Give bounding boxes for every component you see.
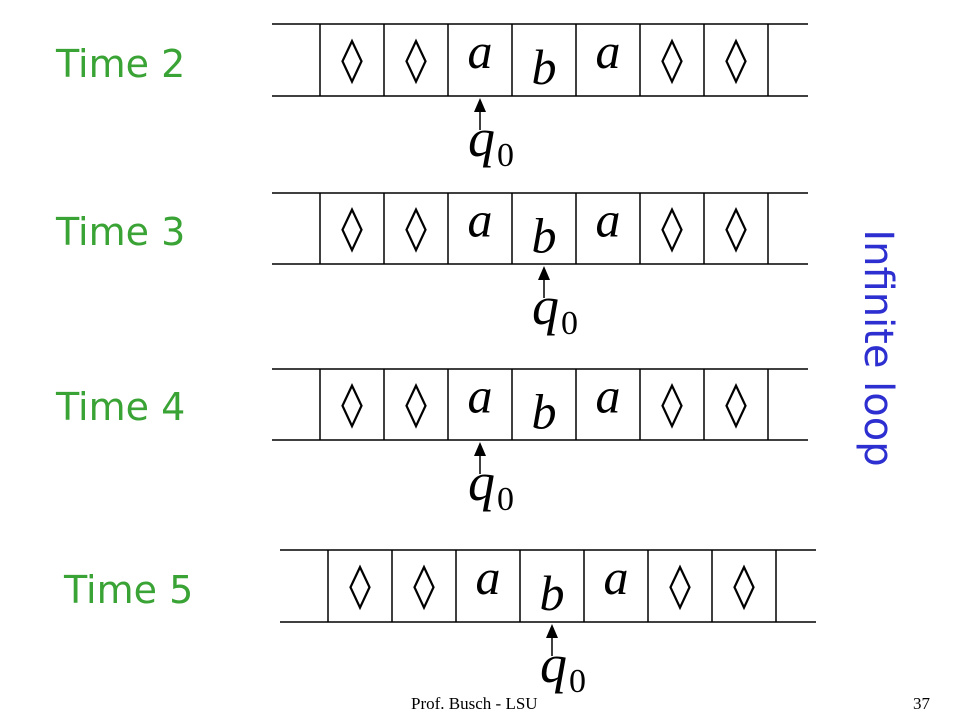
blank-symbol-cell: ◊ [341,203,363,254]
blank-symbol-cell: ◊ [405,379,427,430]
blank-symbol-cell: ◊ [349,560,371,611]
state-subscript: 0 [569,663,586,700]
state-subscript: 0 [561,305,578,342]
blank-symbol-cell: ◊ [661,203,683,254]
state-label: q0 [540,634,586,700]
symbol-cell-b: b [532,384,557,440]
blank-symbol-cell: ◊ [341,379,363,430]
symbol-cell-a: a [596,192,621,248]
symbol-cell-a: a [596,368,621,424]
blank-symbol-cell: ◊ [669,560,691,611]
symbol-cell-b: b [532,39,557,95]
time-label-5: Time 5 [64,568,194,612]
head-arrow-icon [538,266,550,280]
blank-symbol-cell: ◊ [405,34,427,85]
head-arrow-icon [546,624,558,638]
state-label: q0 [532,276,578,342]
blank-symbol-cell: ◊ [733,560,755,611]
infinite-loop-label: Infinite loop [855,229,901,467]
symbol-cell-a: a [468,23,493,79]
symbol-cell-a: a [596,23,621,79]
time-label-4: Time 4 [56,385,186,429]
blank-symbol-cell: ◊ [661,379,683,430]
blank-symbol-cell: ◊ [725,203,747,254]
blank-symbol-cell: ◊ [661,34,683,85]
state-label: q0 [468,108,514,174]
symbol-cell-a: a [604,549,629,605]
symbol-cell-a: a [468,192,493,248]
head-arrow-icon [474,442,486,456]
blank-symbol-cell: ◊ [341,34,363,85]
head-arrow-icon [474,98,486,112]
blank-symbol-cell: ◊ [725,34,747,85]
state-subscript: 0 [497,481,514,518]
time-label-3: Time 3 [56,210,186,254]
state-label: q0 [468,452,514,518]
symbol-cell-a: a [468,368,493,424]
state-subscript: 0 [497,137,514,174]
blank-symbol-cell: ◊ [413,560,435,611]
blank-symbol-cell: ◊ [405,203,427,254]
blank-symbol-cell: ◊ [725,379,747,430]
time-label-2: Time 2 [56,42,186,86]
symbol-cell-b: b [532,208,557,264]
symbol-cell-a: a [476,549,501,605]
footer-author: Prof. Busch - LSU [411,694,538,713]
page-number: 37 [913,694,930,713]
symbol-cell-b: b [540,565,565,621]
